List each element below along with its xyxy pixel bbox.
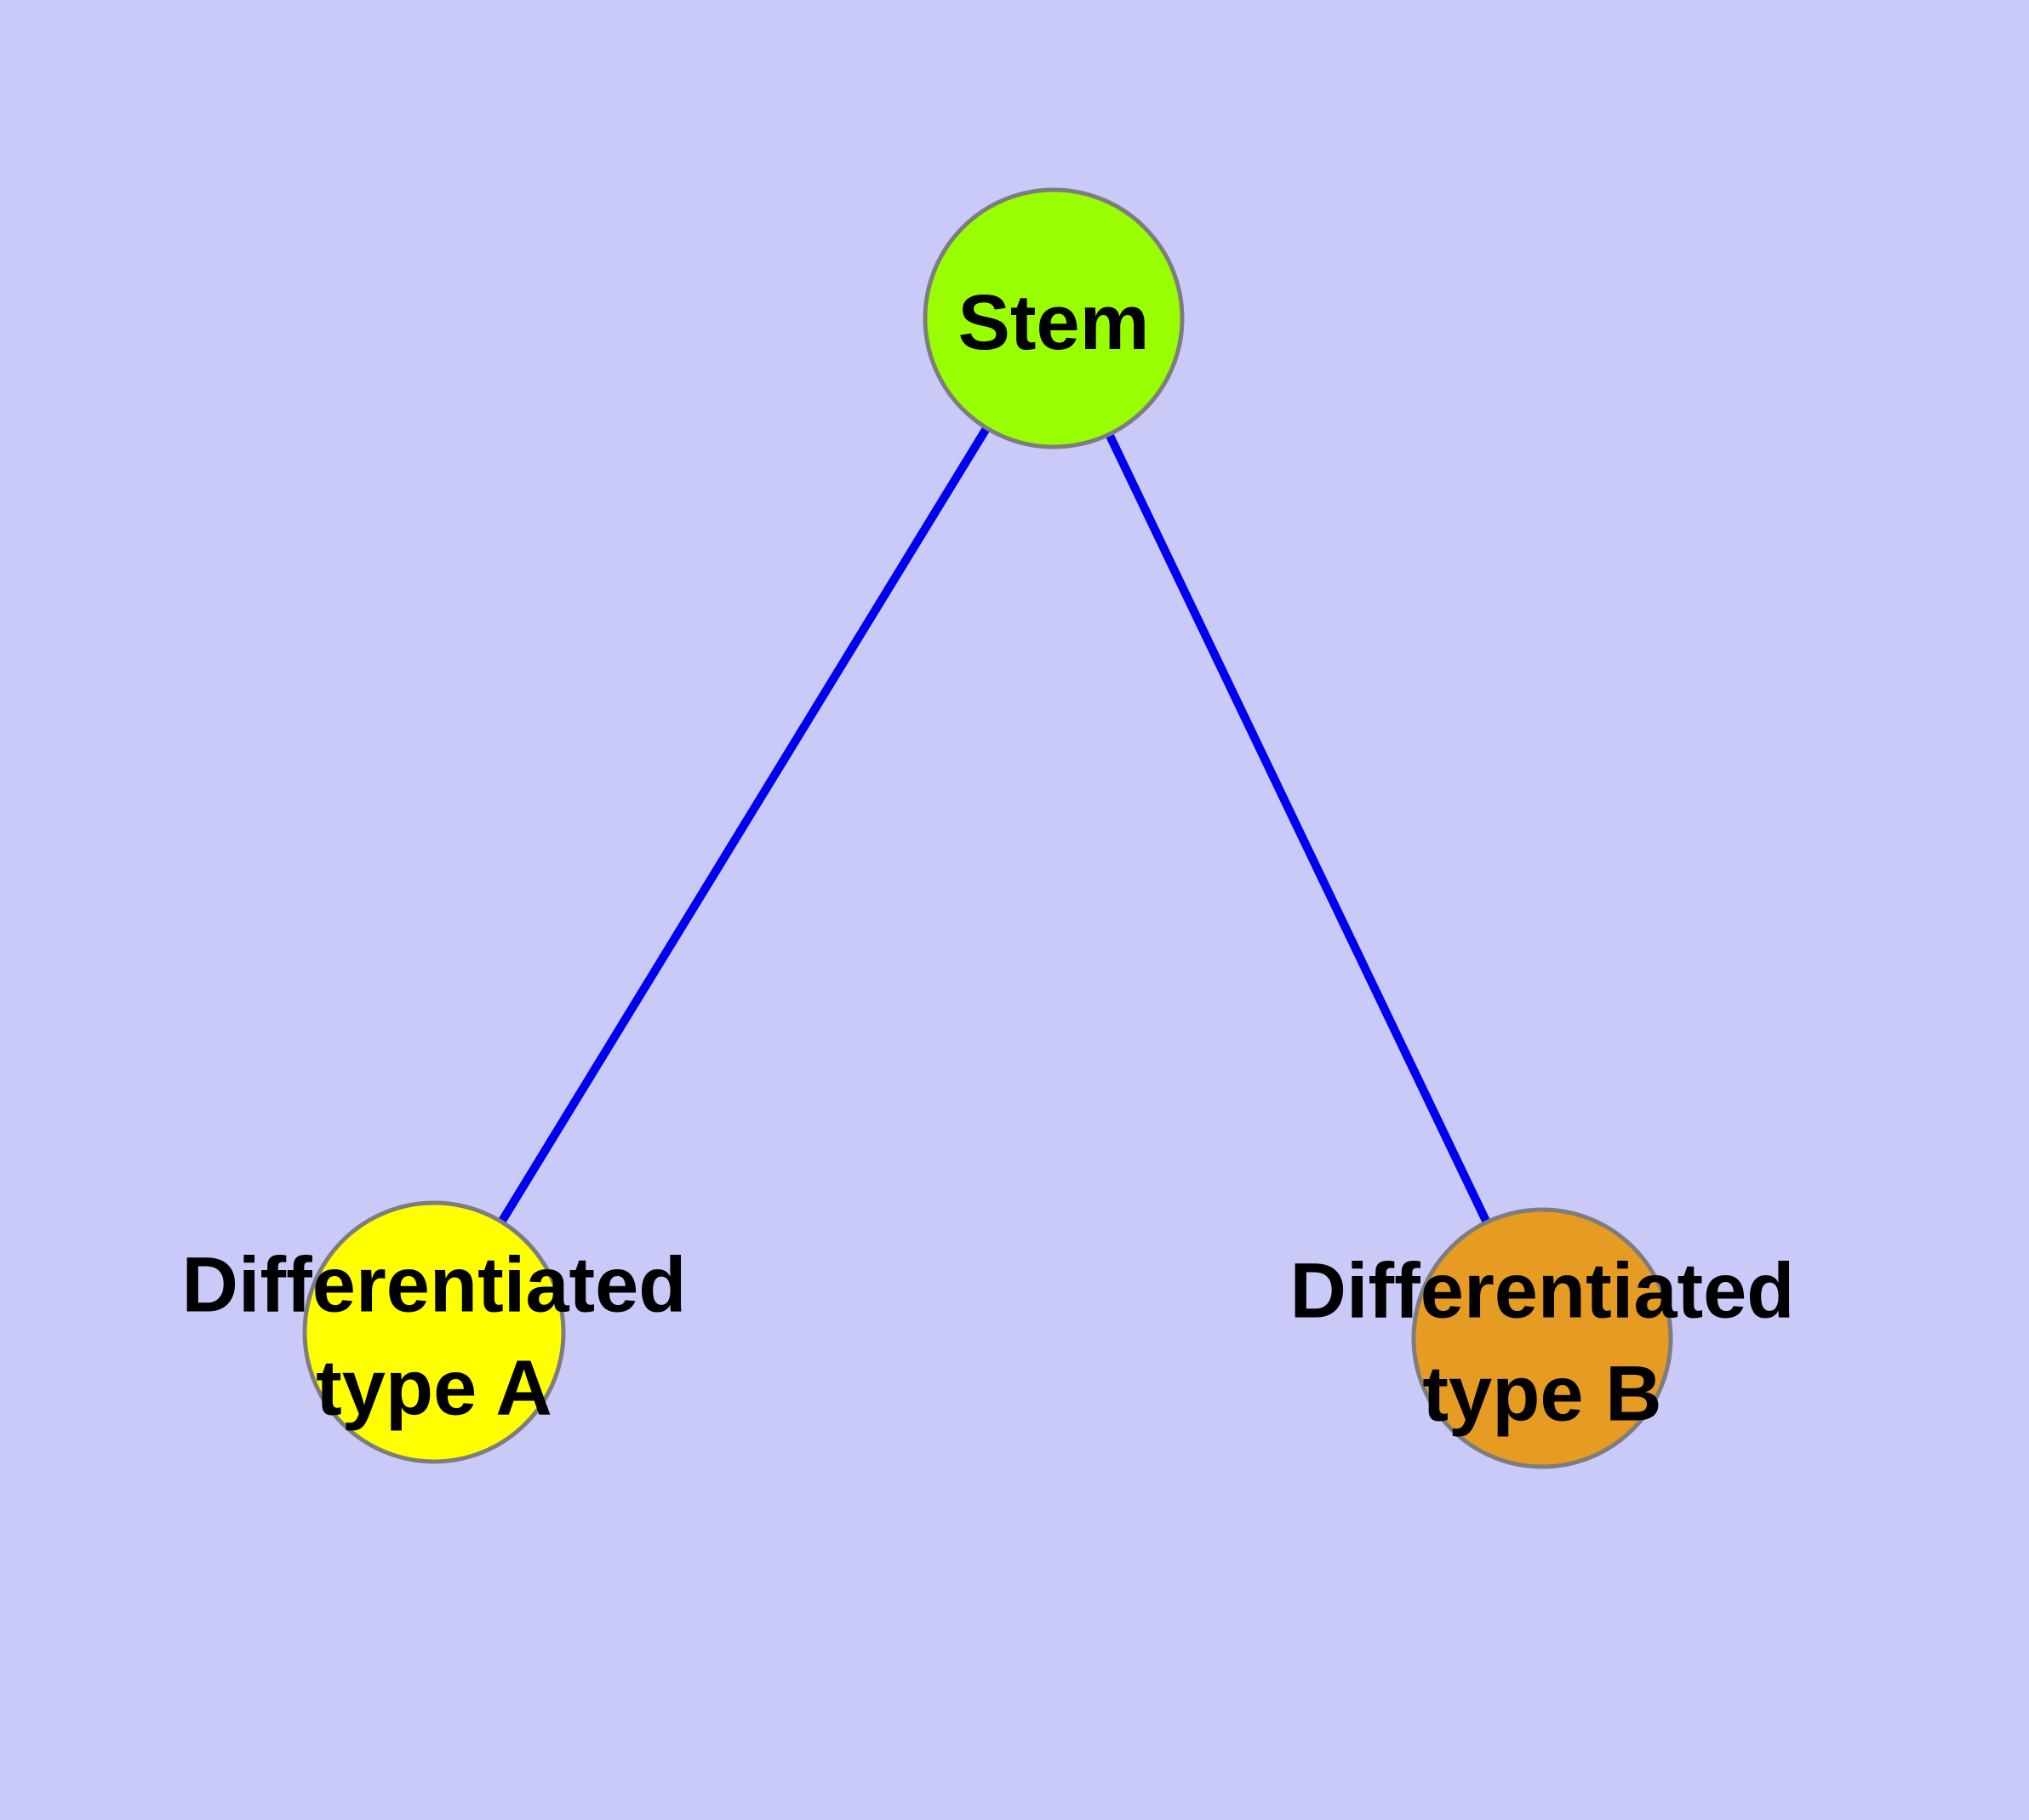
node-stem-label: Stem xyxy=(958,279,1150,366)
node-stem: Stem xyxy=(923,187,1185,449)
node-diff-type-b-circle xyxy=(1411,1207,1673,1469)
node-stem-circle xyxy=(923,187,1185,449)
edge-stem-to-diff-type-a xyxy=(430,316,1058,1335)
node-diff-type-a-circle xyxy=(302,1200,566,1464)
edge-stem-to-diff-type-b xyxy=(1049,316,1546,1341)
